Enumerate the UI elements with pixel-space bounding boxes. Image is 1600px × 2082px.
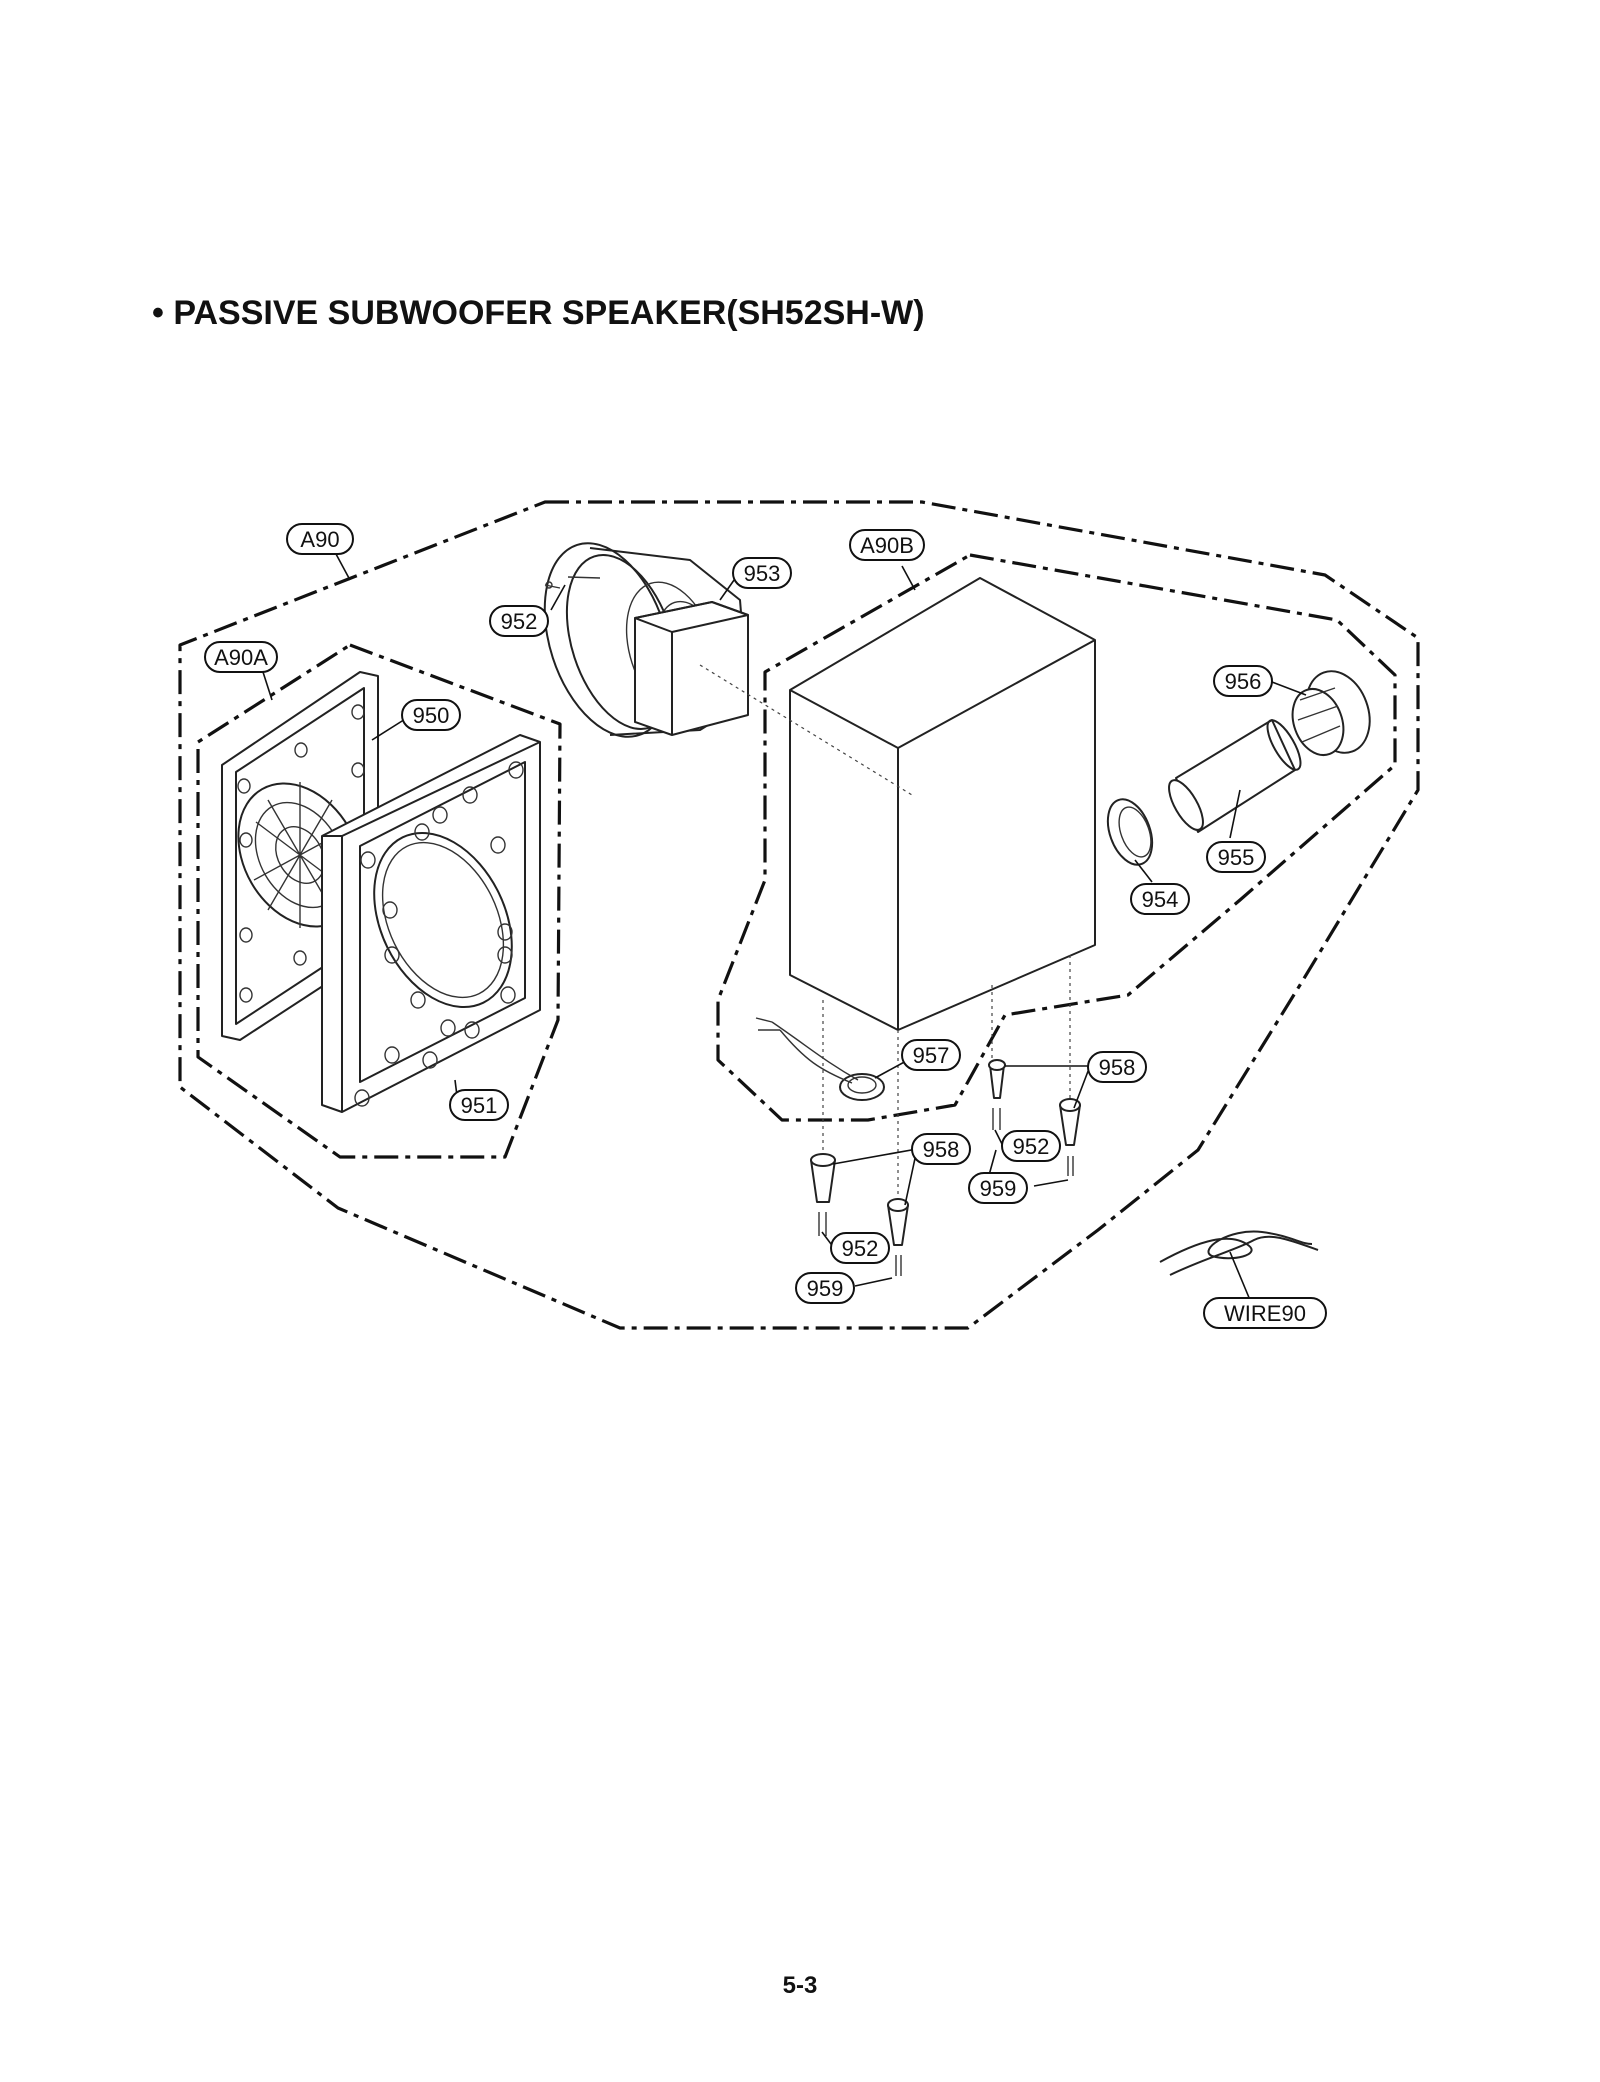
foot-958-d xyxy=(887,1198,909,1246)
callout-a90: A90 xyxy=(286,523,354,555)
baffle-panel-951 xyxy=(321,734,541,1113)
group-boundary-a90 xyxy=(178,500,1420,1330)
wire-90 xyxy=(1159,1230,1319,1276)
callout-959-left: 959 xyxy=(795,1272,855,1304)
svg-text:WIRE90: WIRE90 xyxy=(1224,1301,1306,1326)
svg-text:958: 958 xyxy=(923,1137,960,1162)
callout-954: 954 xyxy=(1130,883,1190,915)
svg-text:952: 952 xyxy=(842,1236,879,1261)
callout-956: 956 xyxy=(1213,665,1273,697)
screws-959 xyxy=(818,1108,1074,1276)
foot-958-c xyxy=(810,1153,836,1203)
callout-958-right: 958 xyxy=(1087,1051,1147,1083)
svg-text:953: 953 xyxy=(744,561,781,586)
cabinet-box xyxy=(699,577,1096,1200)
callout-953: 953 xyxy=(732,557,792,589)
svg-text:A90: A90 xyxy=(300,527,339,552)
svg-text:951: 951 xyxy=(461,1093,498,1118)
callout-952-low: 952 xyxy=(830,1232,890,1264)
page-title: • PASSIVE SUBWOOFER SPEAKER(SH52SH-W) xyxy=(152,294,925,332)
group-boundary-a90b xyxy=(716,553,1397,1122)
page-number: 5-3 xyxy=(782,1972,818,1999)
terminal-957 xyxy=(755,1017,885,1101)
callout-958-left: 958 xyxy=(911,1133,971,1165)
foot-958-a xyxy=(988,1059,1006,1099)
svg-text:958: 958 xyxy=(1099,1055,1136,1080)
svg-text:A90B: A90B xyxy=(860,533,914,558)
callout-951: 951 xyxy=(449,1089,509,1121)
callout-a90a: A90A xyxy=(204,641,278,673)
port-cap-956 xyxy=(1291,670,1371,756)
callout-wire90: WIRE90 xyxy=(1203,1297,1327,1329)
callout-959-right: 959 xyxy=(968,1172,1028,1204)
foot-958-b xyxy=(1059,1098,1081,1146)
callout-952-mid: 952 xyxy=(1001,1130,1061,1162)
svg-text:959: 959 xyxy=(807,1276,844,1301)
svg-text:952: 952 xyxy=(1013,1134,1050,1159)
svg-text:952: 952 xyxy=(501,609,538,634)
svg-text:955: 955 xyxy=(1218,845,1255,870)
callout-957: 957 xyxy=(901,1039,961,1071)
svg-text:957: 957 xyxy=(913,1043,950,1068)
svg-text:959: 959 xyxy=(980,1176,1017,1201)
port-ring-954 xyxy=(1106,798,1154,866)
callout-950: 950 xyxy=(401,699,461,731)
woofer-driver-953 xyxy=(543,542,749,738)
svg-text:956: 956 xyxy=(1225,669,1262,694)
callout-a90b: A90B xyxy=(849,529,925,561)
callout-955: 955 xyxy=(1206,841,1266,873)
callout-952-top: 952 xyxy=(489,605,549,637)
svg-text:A90A: A90A xyxy=(214,645,268,670)
port-tube-955 xyxy=(1168,719,1302,833)
group-boundary-a90a xyxy=(196,643,562,1159)
svg-text:954: 954 xyxy=(1142,887,1179,912)
svg-text:950: 950 xyxy=(413,703,450,728)
